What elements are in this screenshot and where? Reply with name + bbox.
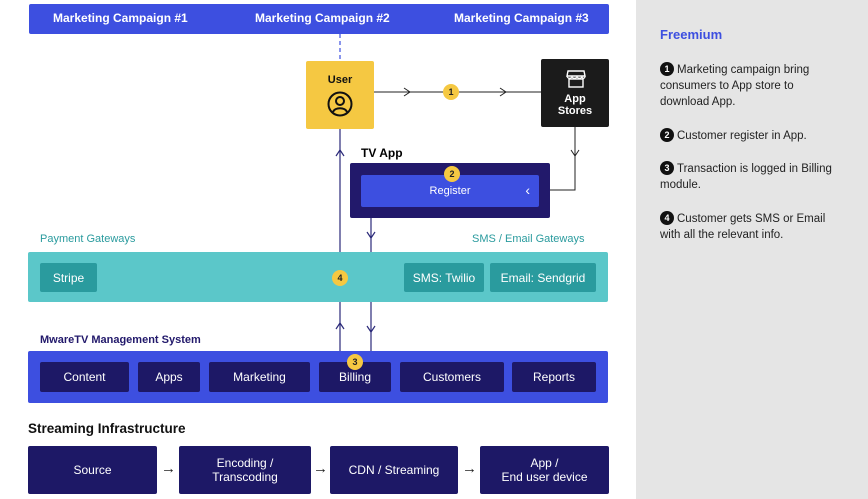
arrow-right-icon: →	[313, 460, 328, 477]
sms-twilio-button[interactable]: SMS: Twilio	[404, 263, 484, 292]
stream-cdn[interactable]: CDN / Streaming	[330, 446, 458, 494]
app-stores-label: App Stores	[541, 93, 609, 117]
store-icon	[566, 70, 586, 88]
panel-item-2-text: Customer register in App.	[677, 130, 807, 142]
stream-source[interactable]: Source	[28, 446, 157, 494]
stream-app-line2: End user device	[501, 470, 588, 484]
step-2-marker: 2	[444, 166, 460, 182]
step-4-badge: 4	[660, 211, 674, 225]
arrow-right-icon: →	[161, 460, 176, 477]
arrow-right-icon: →	[462, 460, 477, 477]
stream-encoding-line2: Transcoding	[212, 470, 278, 484]
module-marketing[interactable]: Marketing	[209, 362, 310, 392]
step-3-marker: 3	[347, 354, 363, 370]
module-customers[interactable]: Customers	[400, 362, 504, 392]
panel-item-4-text: Customer gets SMS or Email with all the …	[660, 213, 826, 241]
module-apps[interactable]: Apps	[138, 362, 200, 392]
app-stores-label-line1: App	[564, 93, 586, 105]
user-node[interactable]: User	[306, 61, 374, 129]
user-circle-icon	[327, 91, 353, 117]
app-stores-node[interactable]: App Stores	[541, 59, 609, 127]
email-sendgrid-button[interactable]: Email: Sendgrid	[490, 263, 596, 292]
register-label: Register	[429, 185, 471, 197]
campaign-2-label: Marketing Campaign #2	[255, 11, 390, 25]
stream-encoding-line1: Encoding /	[216, 455, 274, 470]
step-1-marker: 1	[443, 84, 459, 100]
management-title: MwareTV Management System	[40, 334, 201, 346]
step-2-badge: 2	[660, 128, 674, 142]
streaming-title: Streaming Infrastructure	[28, 421, 186, 436]
user-label: User	[327, 74, 353, 86]
info-panel	[636, 0, 868, 499]
step-3-badge: 3	[660, 161, 674, 175]
campaign-bar	[29, 4, 609, 34]
panel-title: Freemium	[660, 27, 723, 42]
module-reports[interactable]: Reports	[512, 362, 596, 392]
step-1-badge: 1	[660, 62, 674, 76]
stripe-button[interactable]: Stripe	[40, 263, 97, 292]
panel-item-1-text: Marketing campaign bring consumers to Ap…	[660, 64, 810, 108]
app-stores-label-line2: Stores	[557, 105, 593, 117]
module-content[interactable]: Content	[40, 362, 129, 392]
tv-app-title: TV App	[361, 146, 403, 160]
panel-item-3-text: Transaction is logged in Billing module.	[660, 163, 832, 191]
stream-app[interactable]: App / End user device	[480, 446, 609, 494]
stream-app-line1: App /	[530, 455, 559, 470]
register-button[interactable]: Register ‹	[361, 175, 539, 207]
campaign-1-label: Marketing Campaign #1	[53, 11, 188, 25]
step-4-marker: 4	[332, 270, 348, 286]
stream-encoding[interactable]: Encoding / Transcoding	[179, 446, 311, 494]
chevron-left-icon: ‹	[525, 182, 530, 198]
payment-gateways-title: Payment Gateways	[40, 233, 136, 245]
sms-email-gateways-title: SMS / Email Gateways	[472, 233, 585, 245]
campaign-3-label: Marketing Campaign #3	[454, 11, 589, 25]
